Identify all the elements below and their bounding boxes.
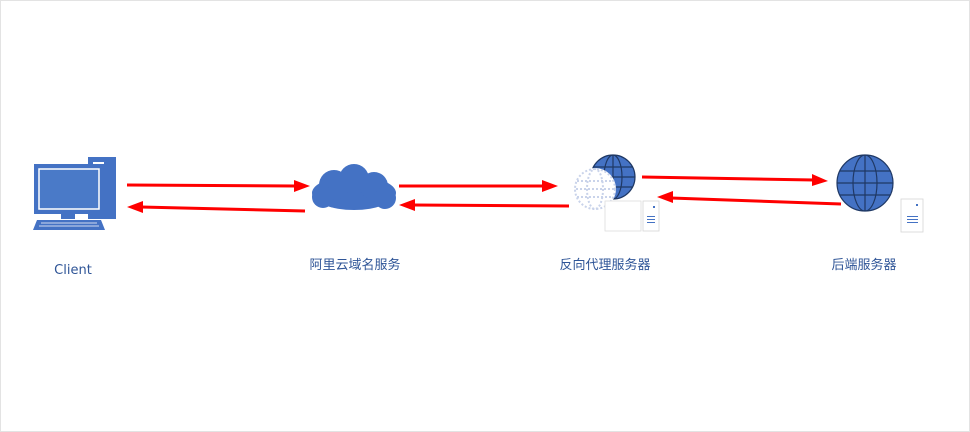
arrow-client-to-dns	[126, 180, 310, 192]
arrow-proxy-to-backend	[641, 174, 828, 186]
arrow-dns-to-proxy	[399, 180, 558, 192]
desktop-computer-icon	[33, 157, 116, 230]
arrow-dns-to-client	[127, 201, 306, 213]
backend-server-label: 后端服务器	[831, 258, 897, 273]
arrow-proxy-to-dns	[399, 199, 570, 211]
cloud-icon	[312, 164, 396, 210]
client-label: Client	[54, 263, 92, 278]
dns-service-label: 阿里云域名服务	[309, 258, 401, 273]
reverse-proxy-label: 反向代理服务器	[559, 258, 651, 273]
web-server-icon	[574, 154, 660, 232]
web-server-icon	[836, 154, 924, 233]
arrow-backend-to-proxy	[657, 191, 842, 206]
